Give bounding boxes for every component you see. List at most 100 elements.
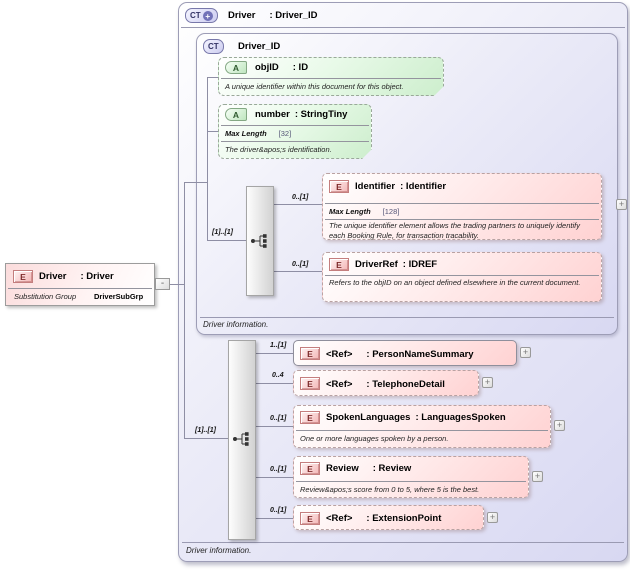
element-badge-label: E <box>307 412 313 423</box>
collapse-button[interactable]: - <box>155 278 170 290</box>
connector-line <box>207 240 246 241</box>
element-badge: E <box>329 180 349 193</box>
facet-row: Max Length [32] <box>225 128 291 139</box>
element-annotation: Refers to the objID on an object defined… <box>329 278 581 287</box>
element-driverref[interactable]: E DriverRef : IDREF Refers to the objID … <box>322 252 602 302</box>
attribute-annotation: The driver&apos;s identification. <box>225 145 332 154</box>
element-type: : TelephoneDetail <box>366 378 445 390</box>
element-ref-telephonedetail[interactable]: E <Ref> : TelephoneDetail <box>293 370 479 396</box>
connector-line <box>256 383 293 384</box>
element-badge: E <box>300 512 320 525</box>
attribute-badge-label: A <box>232 109 240 120</box>
element-identifier[interactable]: E Identifier : Identifier Max Length [12… <box>322 173 602 240</box>
complex-type-name: Driver <box>228 9 256 21</box>
attribute-annotation: A unique identifier within this document… <box>225 82 404 91</box>
expand-button-personnamesummary[interactable]: + <box>520 347 531 358</box>
outer-container-title: Driver : Driver_ID <box>228 6 318 24</box>
element-badge-label: E <box>336 259 342 270</box>
element-badge: E <box>300 462 320 475</box>
attribute-title: objID : ID <box>255 59 308 76</box>
cardinality-label: 0..[1] <box>270 466 287 473</box>
element-badge: E <box>300 377 320 390</box>
attribute-objid[interactable]: A objID : ID A unique identifier within … <box>218 57 444 96</box>
expand-button-identifier[interactable]: + <box>616 199 627 210</box>
connector-line <box>274 271 322 272</box>
element-review[interactable]: E Review : Review Review&apos;s score fr… <box>293 456 529 498</box>
facet-label: Max Length <box>225 129 267 138</box>
plus-circle-icon: + <box>202 10 213 21</box>
element-title: <Ref> : PersonNameSummary <box>326 341 474 367</box>
element-name: <Ref> <box>326 348 353 360</box>
connector-line <box>207 77 218 78</box>
cardinality-label: [1]..[1] <box>195 427 216 434</box>
substitution-group-value: DriverSubGrp <box>94 292 144 301</box>
attribute-badge: A <box>225 61 247 74</box>
element-title: Review : Review <box>326 460 411 477</box>
facet-label: Max Length <box>329 207 371 216</box>
connector-line <box>256 518 293 519</box>
element-spokenlanguages[interactable]: E SpokenLanguages : LanguagesSpoken One … <box>293 405 551 448</box>
separator <box>200 317 614 318</box>
cardinality-label: 1..[1] <box>270 342 287 349</box>
element-badge-label: E <box>20 271 26 282</box>
connector-line <box>256 426 293 427</box>
attribute-number[interactable]: A number : StringTiny Max Length [32] Th… <box>218 104 372 159</box>
element-type: : LanguagesSpoken <box>415 412 506 423</box>
attribute-badge-label: A <box>232 62 240 73</box>
connector-line <box>274 204 322 205</box>
complex-type-name: Driver_ID <box>238 41 281 52</box>
plus-icon: + <box>484 377 491 387</box>
separator <box>181 27 625 28</box>
plus-icon: + <box>618 199 625 209</box>
sequence-group-box[interactable] <box>228 340 256 540</box>
facet-value: [32] <box>278 129 292 138</box>
attribute-type: : ID <box>292 62 309 73</box>
outer-container-annotation: Driver information. <box>186 546 252 555</box>
element-badge: E <box>13 270 33 283</box>
plus-icon: + <box>522 347 529 357</box>
choice-icon <box>251 234 267 248</box>
element-type: : PersonNameSummary <box>366 348 474 360</box>
element-ref-extensionpoint[interactable]: E <Ref> : ExtensionPoint <box>293 505 484 530</box>
element-type: : Identifier <box>400 181 447 192</box>
connector-line <box>207 77 208 241</box>
inner-container-title: Driver_ID <box>238 38 280 55</box>
facet-value: [128] <box>382 207 400 216</box>
element-type: : ExtensionPoint <box>366 513 442 524</box>
element-annotation: One or more languages spoken by a person… <box>300 434 449 443</box>
element-badge: E <box>300 411 320 424</box>
attribute-name: number <box>255 109 290 120</box>
element-badge-label: E <box>336 181 342 192</box>
connector-line <box>256 477 293 478</box>
ct-badge-label: CT <box>190 11 201 20</box>
separator <box>182 542 624 543</box>
element-name: <Ref> <box>326 378 353 390</box>
element-driver-substitution[interactable]: E Driver : Driver Substitution Group Dri… <box>5 263 155 306</box>
cardinality-label: 0..[1] <box>270 415 287 422</box>
minus-icon: - <box>160 278 165 289</box>
element-annotation: The unique identifier element allows the… <box>329 221 580 240</box>
element-title: DriverRef : IDREF <box>355 256 437 273</box>
cardinality-label: [1]..[1] <box>212 229 233 236</box>
element-name: Review <box>326 463 359 474</box>
cardinality-label: 0..4 <box>272 372 284 379</box>
expand-button-extensionpoint[interactable]: + <box>487 512 498 523</box>
attribute-type: : StringTiny <box>294 109 348 120</box>
complex-type-type: : Driver_ID <box>269 9 318 21</box>
complex-type-global-badge: CT + <box>185 8 218 23</box>
element-name: SpokenLanguages <box>326 412 411 423</box>
expand-button-spokenlanguages[interactable]: + <box>554 420 565 431</box>
element-name: Identifier <box>355 181 396 192</box>
expand-button-telephonedetail[interactable]: + <box>482 377 493 388</box>
expand-button-review[interactable]: + <box>532 471 543 482</box>
attribute-badge: A <box>225 108 247 121</box>
ct-badge-label: CT <box>208 42 219 51</box>
element-type: : Review <box>372 463 412 474</box>
connector-line <box>256 353 293 354</box>
element-title: <Ref> : TelephoneDetail <box>326 371 445 397</box>
element-ref-personnamesummary[interactable]: E <Ref> : PersonNameSummary <box>293 340 517 366</box>
complex-type-local-badge: CT <box>203 39 224 54</box>
facet-row: Max Length [128] <box>329 206 399 217</box>
choice-group-box[interactable] <box>246 186 274 296</box>
